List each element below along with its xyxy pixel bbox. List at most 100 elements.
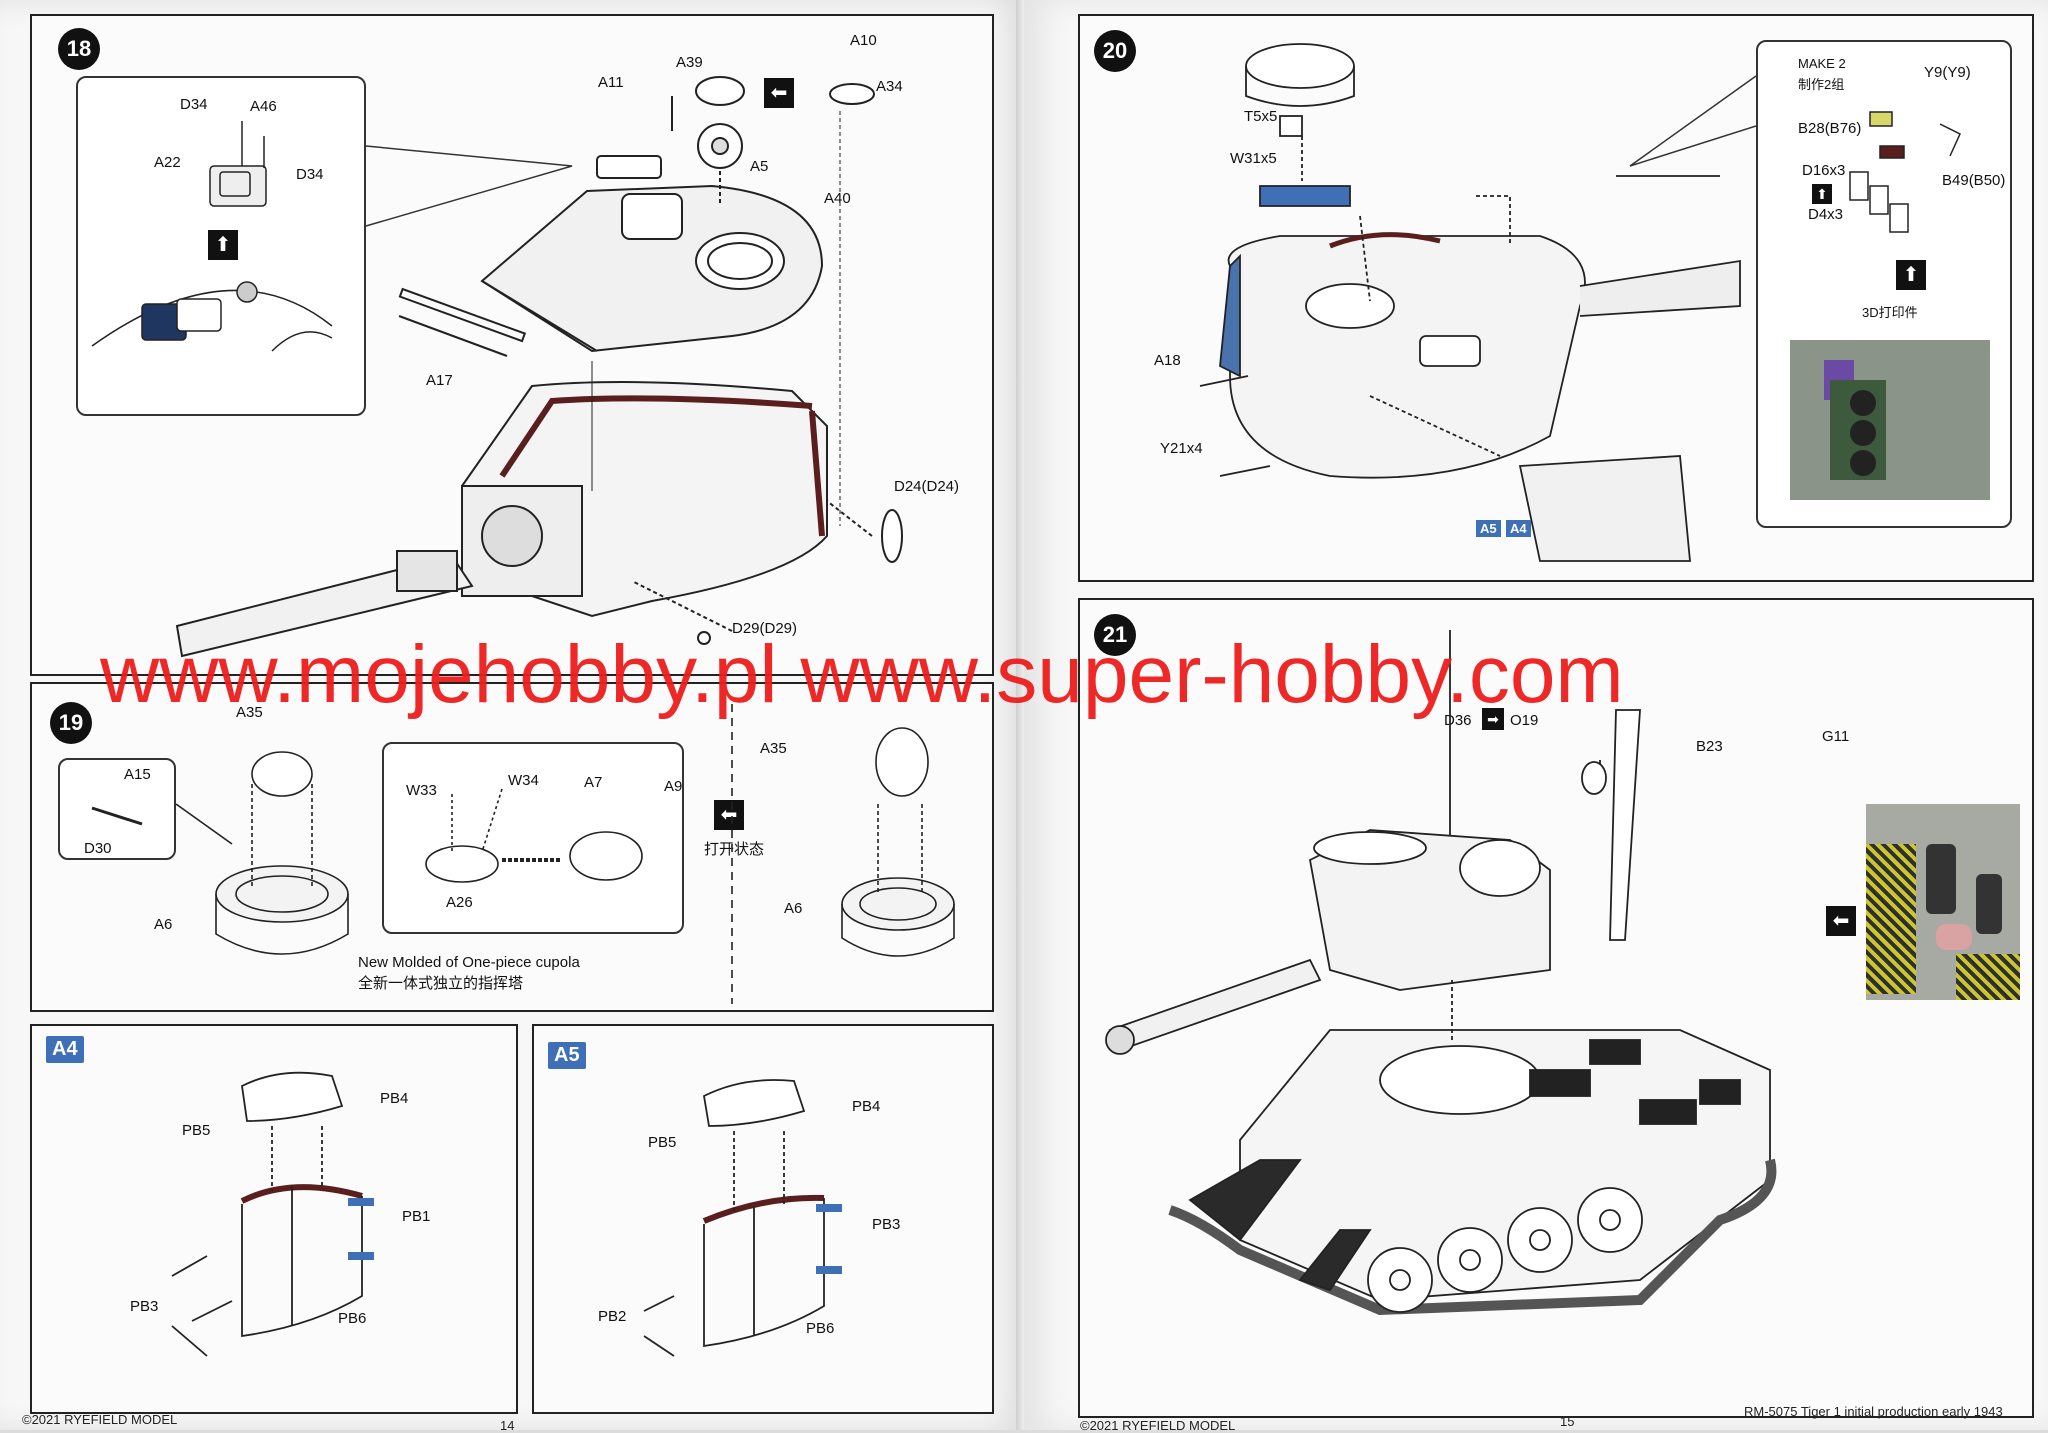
arrow-right-icon: ➡: [1482, 708, 1504, 730]
detail-hatch-drawing: [91, 121, 333, 352]
tag-a5: A5: [1476, 520, 1501, 537]
panel-a5: A5 PB5 PB4 PB3 PB2 PB6: [532, 1024, 994, 1414]
label-a18: A18: [1154, 352, 1181, 369]
label-open-state: 打开状态: [704, 841, 765, 858]
label-a35-a: A35: [236, 704, 263, 721]
label-b49: B49(B50): [1942, 172, 2006, 189]
label-d24: D24(D24): [894, 478, 960, 495]
label-a34: A34: [876, 78, 903, 95]
label-make2-cn: 制作2组: [1798, 77, 1845, 92]
label-d34-a: D34: [180, 96, 208, 113]
label-a15: A15: [124, 766, 151, 783]
step-number: 18: [58, 28, 100, 70]
label-d4x3: D4x3: [1808, 206, 1844, 223]
label-d34-b: D34: [296, 166, 324, 183]
label-pb6: PB6: [338, 1310, 367, 1327]
step-21-panel: 21 D36 ➡ O19 B23 G11 ⬅: [1078, 598, 2034, 1418]
right-footer-copyright: ©2021 RYEFIELD MODEL: [1080, 1418, 1236, 1433]
step-number: 21: [1094, 614, 1136, 656]
label-t5x5: T5x5: [1244, 108, 1278, 125]
label-w31x5: W31x5: [1230, 150, 1277, 167]
label-pb4: PB4: [852, 1098, 881, 1115]
step-18-panel: 18 ⬆ D34 A46 A22 D34: [30, 14, 994, 676]
callout-lines: [365, 145, 573, 227]
product-info: RM-5075 Tiger 1 initial production early…: [1744, 1404, 2003, 1419]
watermark-text: www.mojehobby.pl www.super-hobby.com: [100, 629, 1624, 720]
step-19-detail-inset: [382, 742, 684, 934]
label-a6-a: A6: [154, 916, 173, 933]
arrow-up-icon: ⬆: [208, 230, 238, 260]
label-w33: W33: [406, 782, 437, 799]
photo-mesh: [1866, 844, 1916, 994]
right-page-number: 15: [1560, 1414, 1575, 1429]
panel-tag: A5: [548, 1042, 586, 1069]
left-page-number: 14: [500, 1418, 515, 1433]
label-y9: Y9(Y9): [1924, 64, 1971, 81]
label-b23: B23: [1696, 738, 1723, 755]
step-number: 20: [1094, 30, 1136, 72]
label-o19: O19: [1510, 712, 1539, 729]
stowage-bin-drawing: [171, 1071, 374, 1357]
label-y21x4: Y21x4: [1160, 440, 1203, 457]
label-a46: A46: [250, 98, 277, 115]
label-a6-b: A6: [784, 900, 803, 917]
label-make2: MAKE 2: [1798, 56, 1846, 71]
step-number: 19: [50, 702, 92, 744]
label-pb3: PB3: [130, 1298, 159, 1315]
photo-exhaust: [1976, 874, 2002, 934]
photo-pink-part: [1936, 924, 1972, 950]
label-a7: A7: [584, 774, 603, 791]
reference-photo: [1866, 804, 2020, 1000]
label-a35-b: A35: [760, 740, 787, 757]
label-a17: A17: [426, 372, 453, 389]
arrow-up-icon: ⬆: [1812, 184, 1832, 204]
left-page: 18 ⬆ D34 A46 A22 D34: [0, 0, 1024, 1433]
label-w34: W34: [508, 772, 539, 789]
label-pb5: PB5: [182, 1122, 211, 1139]
panel-a4: A4 PB5 PB4 PB1 PB3 PB6: [30, 1024, 518, 1414]
note-en: New Molded of One-piece cupola: [358, 954, 580, 971]
turret-stowage-drawing: [1199, 43, 1741, 562]
label-pb3: PB3: [872, 1216, 901, 1233]
label-pb4: PB4: [380, 1090, 409, 1107]
label-pb2: PB2: [598, 1308, 627, 1325]
callout-line: [1629, 75, 1961, 233]
left-footer-copyright: ©2021 RYEFIELD MODEL: [22, 1412, 178, 1427]
label-a5: A5: [750, 158, 769, 175]
turret-drawing: [175, 76, 903, 658]
photo-mesh: [1956, 954, 2020, 1000]
step-20-panel: 20 T5x5: [1078, 14, 2034, 582]
arrow-up-icon: ⬆: [1896, 260, 1926, 290]
right-page: 20 T5x5: [1024, 0, 2048, 1433]
arrow-left-icon: ⬅: [764, 78, 794, 108]
label-d29: D29(D29): [732, 620, 798, 637]
arrow-left-icon: ⬅: [714, 800, 744, 830]
label-d30: D30: [84, 840, 112, 857]
stowage-bin-drawing: [643, 1079, 842, 1357]
label-d16x3: D16x3: [1802, 162, 1846, 179]
label-pb5: PB5: [648, 1134, 677, 1151]
3d-print-photo: [1790, 340, 1990, 500]
step-19-panel: 19 A15 D30 A35 A6 W33 W34 A7 A9 A26 New …: [30, 682, 994, 1012]
label-a26: A26: [446, 894, 473, 911]
label-g11: G11: [1822, 728, 1850, 745]
label-a39: A39: [676, 54, 703, 71]
photo-part-black: [1850, 450, 1876, 476]
label-pb1: PB1: [402, 1208, 431, 1225]
cupola-drawings: [91, 704, 955, 1004]
label-a9: A9: [664, 778, 683, 795]
label-a10: A10: [850, 32, 877, 49]
photo-part-black: [1850, 420, 1876, 446]
photo-part-black: [1850, 390, 1876, 416]
tank-drawing: [1105, 630, 1777, 1316]
panel-tag: A4: [46, 1036, 84, 1063]
arrow-left-icon: ⬅: [1826, 906, 1856, 936]
label-a22: A22: [154, 154, 181, 171]
label-a40: A40: [824, 190, 851, 207]
note-cn: 全新一体式独立的指挥塔: [358, 975, 524, 992]
label-pb6: PB6: [806, 1320, 835, 1337]
tag-a4: A4: [1506, 520, 1531, 537]
label-a11: A11: [598, 74, 624, 91]
label-b28: B28(B76): [1798, 120, 1862, 137]
step-19-small-inset: [58, 758, 176, 860]
